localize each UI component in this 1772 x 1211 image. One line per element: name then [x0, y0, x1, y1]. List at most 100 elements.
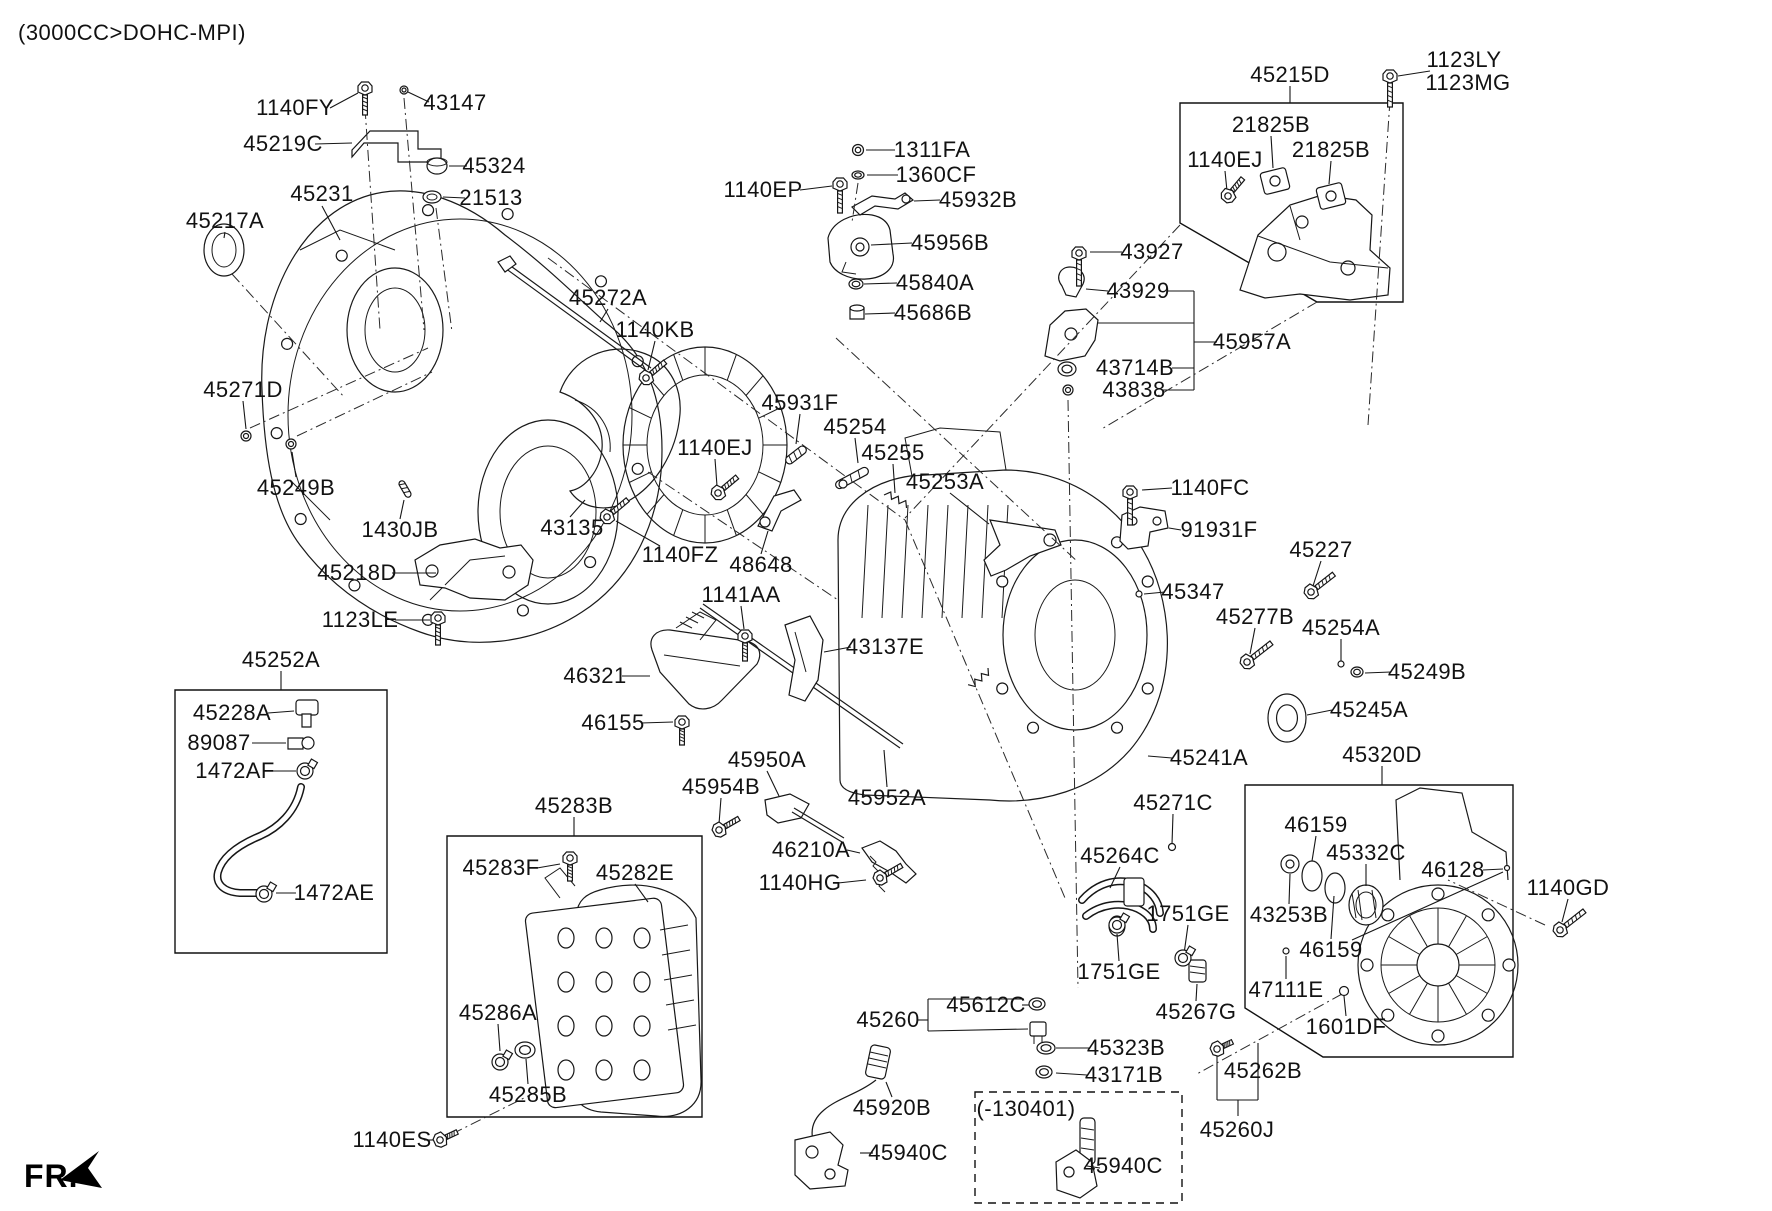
bolt-icon: [710, 812, 742, 839]
fr-direction-indicator: FR.: [24, 1158, 79, 1194]
part-label-45267g-82: 45267G: [1155, 999, 1237, 1024]
clamp-icon: [1175, 946, 1195, 966]
part-label-45277b-64: 45277B: [1215, 604, 1295, 629]
small-parts-art: [204, 131, 1206, 1044]
ring-icon: [515, 1042, 535, 1058]
part-label-46210a-40: 46210A: [771, 837, 851, 862]
bolt-icon: [709, 472, 742, 503]
part-label-45215d-49: 45215D: [1250, 62, 1330, 87]
part-label-1601df-78: 1601DF: [1305, 1014, 1387, 1039]
part-label-43253b-75: 43253B: [1249, 902, 1329, 927]
ring-icon: [849, 279, 863, 289]
part-label-45249b-66: 45249B: [1387, 659, 1467, 684]
part-label-1123mg-51: 1123MG: [1425, 70, 1511, 95]
oil-strainer-art: [651, 612, 760, 709]
part-label-45228a-16: 45228A: [192, 700, 272, 725]
part-label-46159-71: 46159: [1284, 812, 1348, 837]
ring-icon: [1037, 1042, 1055, 1054]
part-label-45260-84: 45260: [856, 1007, 920, 1032]
bolt-icon: [675, 716, 689, 745]
part-label-43927-55: 43927: [1120, 239, 1184, 264]
part-label-45952a-39: 45952A: [847, 785, 927, 810]
bolt-icon: [432, 1126, 461, 1149]
part-label-45285b-24: 45285B: [488, 1082, 568, 1107]
part-label-45931f-28: 45931F: [761, 390, 839, 415]
bolt-icon: [1383, 70, 1397, 107]
part-label-45283f-21: 45283F: [462, 855, 540, 880]
part-label-1751ge-80: 1751GE: [1146, 901, 1230, 926]
ring-icon: [852, 171, 864, 179]
part-label-1140fc-60: 1140FC: [1170, 475, 1250, 500]
pin-dot-icon: [1505, 866, 1510, 871]
pin-dot-icon: [1136, 591, 1142, 597]
part-label-1751ge-81: 1751GE: [1077, 959, 1161, 984]
part-label-45227-62: 45227: [1289, 537, 1353, 562]
bolt-icon: [358, 82, 372, 115]
part-label-46321-26: 46321: [563, 663, 627, 688]
part-label-43929-56: 43929: [1106, 278, 1170, 303]
pin-dot-icon: [1169, 844, 1176, 851]
inhibitor-switch-art: [828, 193, 913, 279]
part-label-45271c-69: 45271C: [1133, 790, 1213, 815]
part-label-45954b-38: 45954B: [681, 774, 761, 799]
clamp-icon: [297, 759, 317, 779]
oil-hose-art: [217, 700, 318, 893]
part-label-45253a-36: 45253A: [905, 469, 985, 494]
bolt-icon: [738, 630, 752, 661]
part-label-1140es-25: 1140ES: [352, 1127, 432, 1152]
part-label-1140ep-44: 1140EP: [723, 177, 803, 202]
part-label-43171b-86: 43171B: [1084, 1062, 1164, 1087]
part-label-45940c-90: 45940C: [1083, 1153, 1163, 1178]
part-label-1140ej-29: 1140EJ: [677, 435, 753, 460]
part-label-45840a-47: 45840A: [895, 270, 975, 295]
group-box-130401: [975, 1092, 1182, 1203]
nut-icon: [853, 145, 864, 156]
nut-icon: [286, 439, 296, 449]
tm-support-bracket-art: [1240, 167, 1390, 300]
part-label-45320d-70: 45320D: [1342, 742, 1422, 767]
bolt-icon: [637, 357, 670, 388]
part-label-45956b-46: 45956B: [910, 230, 990, 255]
part-label-1430jb-9: 1430JB: [361, 517, 439, 542]
part-label-45260j-92: 45260J: [1199, 1117, 1275, 1142]
part-label-1140kb-14: 1140KB: [615, 317, 695, 342]
part-label-1140fy-0: 1140FY: [256, 95, 334, 120]
bolt-icon: [1238, 637, 1276, 671]
part-label-1123le-11: 1123LE: [321, 607, 399, 632]
converter-shell-art: [560, 349, 680, 508]
shift-fork-art: [700, 490, 1061, 892]
part-label-43147-1: 43147: [423, 90, 487, 115]
part-label-45957a-57: 45957A: [1212, 329, 1292, 354]
oil-cooler-hose-art: [1082, 878, 1160, 936]
part-label-1140fz-30: 1140FZ: [641, 542, 719, 567]
part-label-45264c-79: 45264C: [1080, 843, 1160, 868]
part-label-45686b-48: 45686B: [893, 300, 973, 325]
bolt-icon: [1219, 174, 1248, 205]
shift-cable-bracket-art: [1045, 267, 1194, 361]
clamp-icon: [492, 1050, 512, 1070]
page-title: (3000CC>DOHC-MPI): [18, 20, 246, 45]
part-label-43838-59: 43838: [1102, 377, 1166, 402]
pin-dot-icon: [1283, 948, 1289, 954]
part-label-45217a-6: 45217A: [185, 208, 265, 233]
bolt-icon: [1123, 486, 1137, 525]
speed-sensor-art: [795, 1044, 1097, 1198]
part-label-45940c-88: 45940C: [868, 1140, 948, 1165]
part-label-45262b-91: 45262B: [1223, 1058, 1303, 1083]
ring-icon: [1058, 362, 1076, 376]
ring-icon: [1351, 667, 1363, 677]
ring-icon: [1036, 1066, 1052, 1078]
ring-icon: [1268, 694, 1306, 742]
spring-icon: [968, 668, 992, 689]
part-label-1140gd-74: 1140GD: [1526, 875, 1610, 900]
ring-icon: [1029, 998, 1045, 1010]
part-label-43137e-33: 43137E: [845, 634, 925, 659]
part-label-45254a-65: 45254A: [1301, 615, 1381, 640]
bolt-icon: [563, 852, 577, 881]
part-label-21825b-53: 21825B: [1291, 137, 1371, 162]
part-label-45283b-20: 45283B: [534, 793, 614, 818]
pin-icon: [784, 444, 808, 465]
part-label-43714b-58: 43714B: [1095, 355, 1175, 380]
part-label-1311fa-42: 1311FA: [893, 137, 971, 162]
